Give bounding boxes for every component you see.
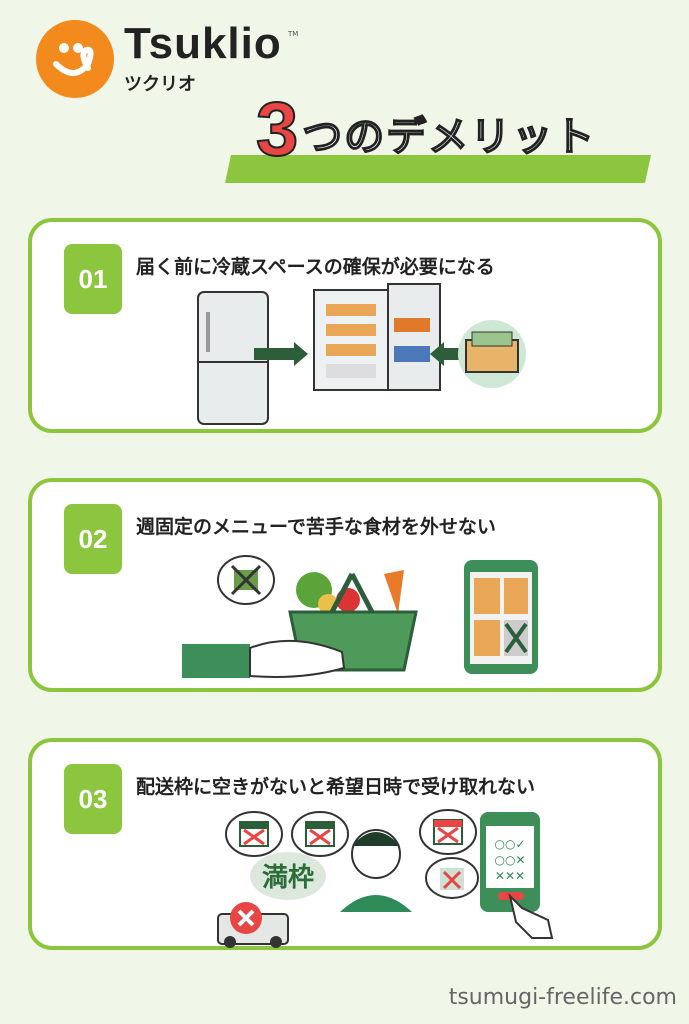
- demerit-card-1: 01 届く前に冷蔵スペースの確保が必要になる: [28, 218, 662, 433]
- page-title: 3 つのデメリット: [255, 87, 597, 172]
- title-text: つのデメリット: [302, 113, 597, 161]
- calendar-bubble-icon: [419, 809, 477, 855]
- fridge-illustration: [197, 283, 526, 425]
- thought-bubble-icon: [217, 555, 275, 605]
- worried-person-icon: [340, 829, 412, 912]
- delivery-illustration: 満枠 ○○✓ ○○✕ ✕✕✕: [217, 809, 554, 948]
- brand-name: Tsuklio: [124, 19, 282, 68]
- brand-name-jp: ツクリオ: [124, 74, 196, 95]
- basket-illustration: [182, 555, 538, 678]
- trademark: TM: [288, 30, 299, 38]
- number-badge: 03: [64, 764, 122, 834]
- hand-icon: [182, 639, 346, 678]
- smartphone-booking-icon: ○○✓ ○○✕ ✕✕✕: [480, 812, 554, 939]
- title-number: 3: [255, 87, 299, 172]
- site-url: tsumugi-freelife.com: [448, 985, 677, 1010]
- demerit-heading: 週固定のメニューで苦手な食材を外せない: [136, 516, 496, 538]
- svg-text:○○✓: ○○✓: [495, 837, 526, 851]
- smartphone-menu-icon: [464, 560, 538, 674]
- full-slot-bubble: [250, 852, 326, 900]
- meal-box-icon: [458, 320, 526, 388]
- arrow-right-icon: [254, 342, 308, 366]
- demerit-heading: 配送枠に空きがないと希望日時で受け取れない: [136, 776, 536, 798]
- delivery-truck-icon: [217, 902, 289, 948]
- fridge-open-icon: [313, 283, 441, 391]
- calendar-bubble-icon: [291, 811, 349, 857]
- demerit-heading: 届く前に冷蔵スペースの確保が必要になる: [136, 256, 495, 278]
- number-badge: 02: [64, 504, 122, 574]
- x-bubble-icon: [425, 857, 479, 899]
- demerit-card-3: 03 配送枠に空きがないと希望日時で受け取れない 満枠 ○○✓ ○○✕ ✕✕✕: [28, 738, 662, 950]
- svg-text:✕✕✕: ✕✕✕: [495, 869, 525, 883]
- number-badge: 01: [64, 244, 122, 314]
- demerit-card-2: 02 週固定のメニューで苦手な食材を外せない: [28, 478, 662, 692]
- calendar-bubble-icon: [225, 811, 283, 857]
- smile-logo-icon: [36, 20, 114, 98]
- svg-text:○○✕: ○○✕: [495, 853, 526, 867]
- logo: Tsuklio ツクリオ: [36, 20, 282, 98]
- full-slot-label: 満枠: [262, 863, 314, 893]
